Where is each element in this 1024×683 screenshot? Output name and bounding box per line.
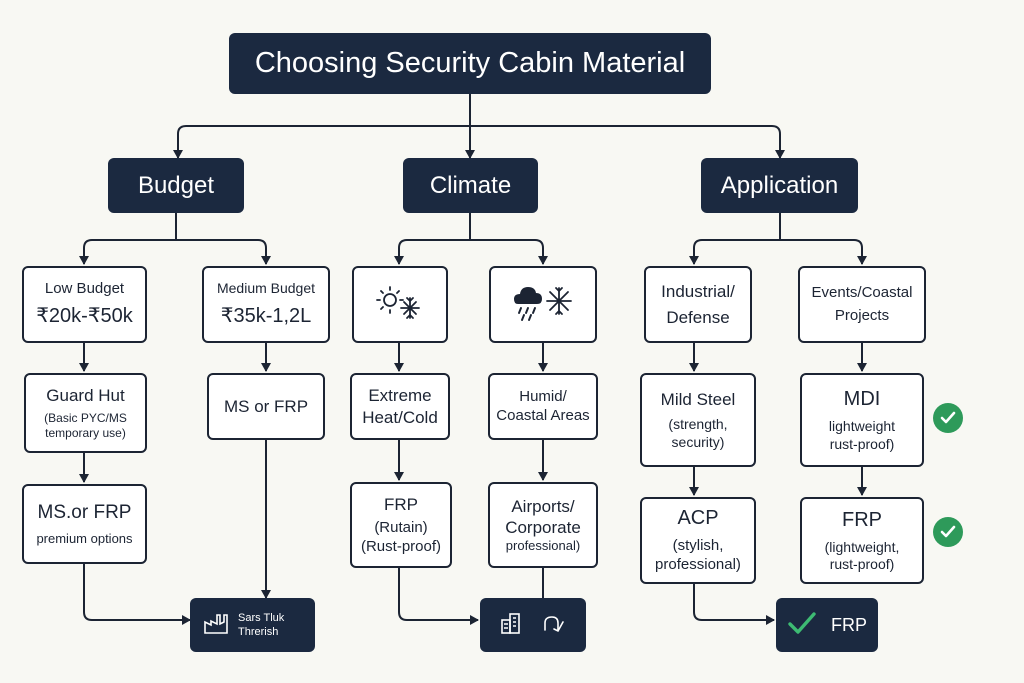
- mdi-detail-2: rust-proof): [829, 435, 895, 452]
- budget-outcome-line-2: Threrish: [238, 626, 279, 638]
- mild-steel-detail-2: security): [671, 433, 725, 450]
- humid-line-2: Coastal Areas: [496, 406, 590, 424]
- events-line-1: Events/Coastal: [811, 283, 913, 301]
- ms-frp-premium-detail: premium options: [36, 530, 133, 546]
- ms-frp-premium-title: MS.or FRP: [37, 502, 132, 523]
- low-budget-box: Low Budget ₹20k-₹50k: [22, 266, 147, 343]
- frp-check-icon: [933, 517, 963, 547]
- events-line-2: Projects: [834, 306, 890, 324]
- category-budget: Budget: [108, 158, 244, 213]
- mdi-box: MDI lightweight rust-proof): [800, 373, 924, 467]
- industrial-line-1: Industrial/: [661, 282, 735, 302]
- airports-corporate-box: Airports/ Corporate professional): [488, 482, 598, 568]
- heat-cold-icon-box: [352, 266, 448, 343]
- medium-budget-range: ₹35k-1,2L: [220, 304, 312, 327]
- humid-icon-box: [489, 266, 597, 343]
- mild-steel-title: Mild Steel: [660, 389, 736, 409]
- mild-steel-detail-1: (strength,: [668, 416, 728, 433]
- guard-hut-detail-2: temporary use): [45, 425, 126, 440]
- app-frp-detail-1: (lightweight,: [824, 538, 900, 555]
- app-frp-detail-2: rust-proof): [829, 556, 895, 572]
- sun-snowflake-icon: [374, 282, 426, 328]
- extreme-line-2: Heat/Cold: [362, 407, 438, 427]
- climate-frp-detail-1: (Rutain): [374, 518, 428, 536]
- ms-frp-title: MS or FRP: [223, 396, 309, 416]
- acp-detail-2: professional): [655, 556, 741, 573]
- app-frp-title: FRP: [842, 508, 882, 531]
- ms-frp-box: MS or FRP: [207, 373, 325, 440]
- medium-budget-box: Medium Budget ₹35k-1,2L: [202, 266, 330, 343]
- mild-steel-box: Mild Steel (strength, security): [640, 373, 756, 467]
- industrial-line-2: Defense: [666, 307, 730, 327]
- extreme-line-1: Extreme: [368, 386, 432, 406]
- low-budget-label: Low Budget: [44, 279, 125, 297]
- budget-outcome-box: Sars Tluk Threrish: [190, 598, 315, 652]
- acp-detail-1: (stylish,: [672, 537, 724, 555]
- climate-frp-title: FRP: [384, 494, 418, 514]
- application-outcome-box: FRP: [776, 598, 878, 652]
- humid-coastal-box: Humid/ Coastal Areas: [488, 373, 598, 440]
- low-budget-range: ₹20k-₹50k: [36, 305, 133, 328]
- guard-hut-title: Guard Hut: [46, 386, 125, 406]
- ms-frp-premium-box: MS.or FRP premium options: [22, 484, 147, 564]
- medium-budget-label: Medium Budget: [216, 280, 316, 297]
- events-coastal-box: Events/Coastal Projects: [798, 266, 926, 343]
- app-frp-box: FRP (lightweight, rust-proof): [800, 497, 924, 584]
- application-outcome-label: FRP: [831, 614, 867, 635]
- building-icon: [500, 612, 522, 639]
- category-application: Application: [701, 158, 858, 213]
- climate-frp-detail-2: (Rust-proof): [360, 537, 442, 555]
- curve-arrow-icon: [542, 613, 566, 638]
- budget-outcome-line-1: Sars Tluk: [238, 611, 285, 624]
- diagram-title: Choosing Security Cabin Material: [229, 33, 711, 94]
- industrial-defense-box: Industrial/ Defense: [644, 266, 752, 343]
- guard-hut-detail-1: (Basic PYC/MS: [44, 410, 127, 425]
- airports-line-1: Airports/: [511, 496, 575, 516]
- mdi-detail-1: lightweight: [828, 418, 896, 434]
- airports-line-2: Corporate: [505, 517, 581, 537]
- factory-icon: [204, 612, 230, 639]
- airports-detail: professional): [505, 538, 581, 554]
- extreme-climate-box: Extreme Heat/Cold: [350, 373, 450, 440]
- cloud-rain-snowflake-icon: [512, 282, 574, 328]
- humid-line-1: Humid/: [519, 387, 567, 405]
- acp-box: ACP (stylish, professional): [640, 497, 756, 584]
- category-climate: Climate: [403, 158, 538, 213]
- climate-frp-box: FRP (Rutain) (Rust-proof): [350, 482, 452, 568]
- mdi-title: MDI: [843, 388, 881, 410]
- climate-outcome-box: [480, 598, 586, 652]
- mdi-check-icon: [933, 403, 963, 433]
- checkmark-icon: [787, 611, 817, 640]
- guard-hut-box: Guard Hut (Basic PYC/MS temporary use): [24, 373, 147, 453]
- acp-title: ACP: [677, 507, 719, 530]
